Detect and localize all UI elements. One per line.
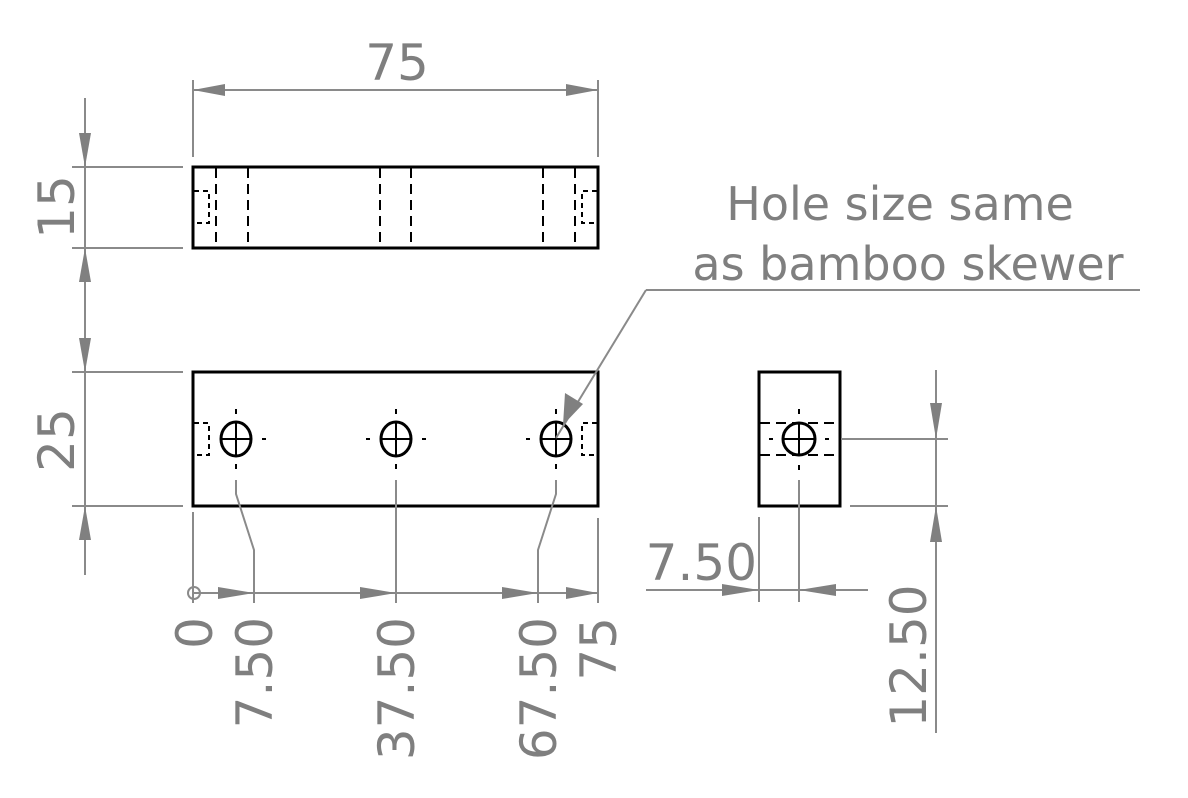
dim-label-ordinate-75: 75 [570,617,628,681]
side-view [757,370,842,508]
dim-label-ordinate-37-50: 37.50 [368,617,426,760]
dimension-side-hole-horizontal [646,480,868,602]
dim-label-top-height: 25 [28,408,86,472]
note-line-1: Hole size same [726,177,1074,231]
dimension-front-height [72,98,183,370]
hole [219,409,266,469]
hole [526,409,573,469]
end-pocket-hidden [581,422,597,456]
hole [366,409,426,469]
note-line-2: as bamboo skewer [692,237,1123,291]
end-pocket-hidden [581,190,597,224]
end-pocket-hidden [194,190,210,224]
dimension-overall-length [192,80,599,157]
dim-label-ordinate-67-50: 67.50 [510,617,568,760]
hole [769,409,829,470]
dim-label-front-height: 15 [28,175,86,239]
dim-label-ordinate-0: 0 [166,617,224,649]
note-leader [555,289,1140,439]
dim-label-side-hole-vertical: 12.50 [880,584,938,727]
dim-label-side-hole-horizontal: 7.50 [646,534,757,592]
dim-label-ordinate-7-50: 7.50 [226,617,284,728]
dim-label-overall-length: 75 [365,34,429,92]
front-view [191,165,600,250]
dimension-ordinate-chain [187,480,599,603]
front-view-outline [191,165,600,250]
end-pocket-hidden [194,422,210,456]
dimension-top-height [72,282,183,575]
dimension-side-hole-vertical [841,370,948,733]
